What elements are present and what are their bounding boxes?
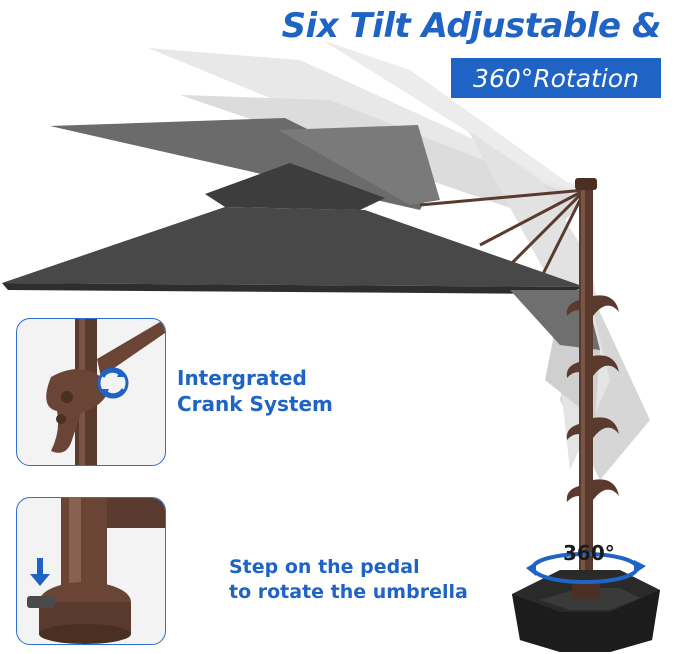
umbrella-base [512, 570, 660, 652]
canopy-tilt-3 [278, 125, 440, 205]
pedal-caption-line-1: Step on the pedal [229, 556, 420, 578]
pedal-caption-line-2: to rotate the umbrella [229, 580, 468, 603]
rotation-arrow-icon [526, 552, 646, 584]
crank-rotate-icon [97, 367, 129, 399]
canopy-main-shadow [2, 283, 585, 294]
crank-caption: Intergrated Crank System [177, 365, 333, 417]
rotation-badge: 360°Rotation [451, 58, 661, 98]
pedal-caption: Step on the pedal to rotate the umbrella [229, 555, 468, 604]
tilt-notches [566, 295, 619, 502]
canopy-top-tier [205, 163, 385, 210]
crank-inset [16, 318, 166, 466]
headline-title: Six Tilt Adjustable & [281, 6, 662, 46]
umbrella-ribs [419, 188, 586, 302]
down-arrow-icon [30, 558, 50, 586]
canopy-main [2, 207, 585, 287]
pedal-inset [16, 497, 166, 645]
rotation-label: 360° [563, 541, 615, 565]
crank-caption-line-1: Intergrated [177, 366, 307, 390]
crank-caption-line-2: Crank System [177, 392, 333, 416]
